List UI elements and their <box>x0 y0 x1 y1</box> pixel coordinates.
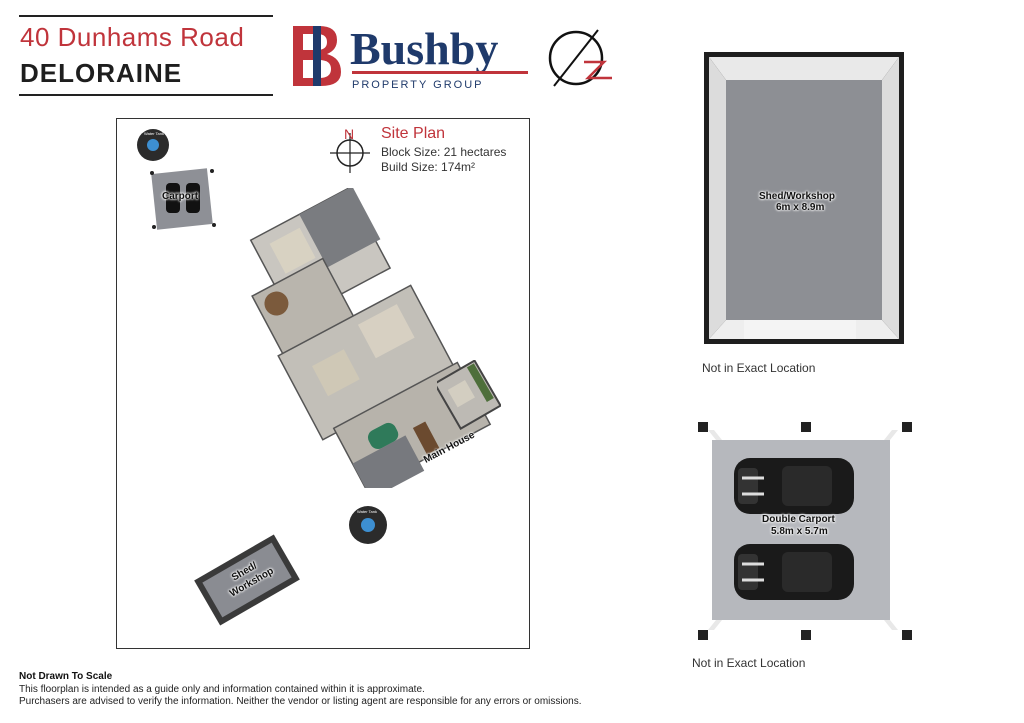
site-compass-label: N <box>344 126 355 142</box>
site-block-size: Block Size: 21 hectares <box>381 145 507 159</box>
address-street: 40 Dunhams Road <box>20 22 245 52</box>
water-tank-label: Water Tank <box>144 131 165 136</box>
carport-detail-size: 5.8m x 5.7m <box>771 526 828 537</box>
site-compass-icon <box>330 133 370 173</box>
shed-detail-size: 6m x 8.9m <box>776 202 825 213</box>
compass-icon <box>548 29 612 87</box>
carport-detail-note: Not in Exact Location <box>692 656 806 670</box>
site-outbuilding-shape <box>437 360 501 430</box>
site-shed-shape <box>194 534 300 626</box>
address-town: DELORAINE <box>20 58 183 88</box>
brand-underline <box>352 71 528 74</box>
site-build-size: Build Size: 174m² <box>381 160 476 174</box>
carport-detail-shape <box>698 422 912 640</box>
footer-disclaimer-line2: Purchasers are advised to verify the inf… <box>19 696 582 707</box>
footer-title: Not Drawn To Scale <box>19 671 113 682</box>
main-house-footprint <box>249 188 492 488</box>
shed-detail-note: Not in Exact Location <box>702 361 816 375</box>
site-plan-title: Site Plan <box>381 125 446 142</box>
water-tank-label: Water Tank <box>357 509 378 514</box>
brand-name: Bushby <box>350 23 499 74</box>
brand-logo-icon <box>293 26 341 86</box>
water-tank-icon <box>137 129 169 161</box>
site-carport-shape <box>150 168 216 230</box>
shed-detail-name: Shed/Workshop <box>759 191 835 202</box>
carport-detail-name: Double Carport <box>762 514 835 525</box>
footer-disclaimer-line1: This floorplan is intended as a guide on… <box>19 684 425 695</box>
water-tank-icon <box>349 506 387 544</box>
brand-subtitle: PROPERTY GROUP <box>352 79 484 91</box>
header-rule-top <box>19 15 273 17</box>
header-rule-bottom <box>19 94 273 96</box>
shed-detail-shape <box>704 52 904 344</box>
site-carport-label: Carport <box>162 191 199 202</box>
